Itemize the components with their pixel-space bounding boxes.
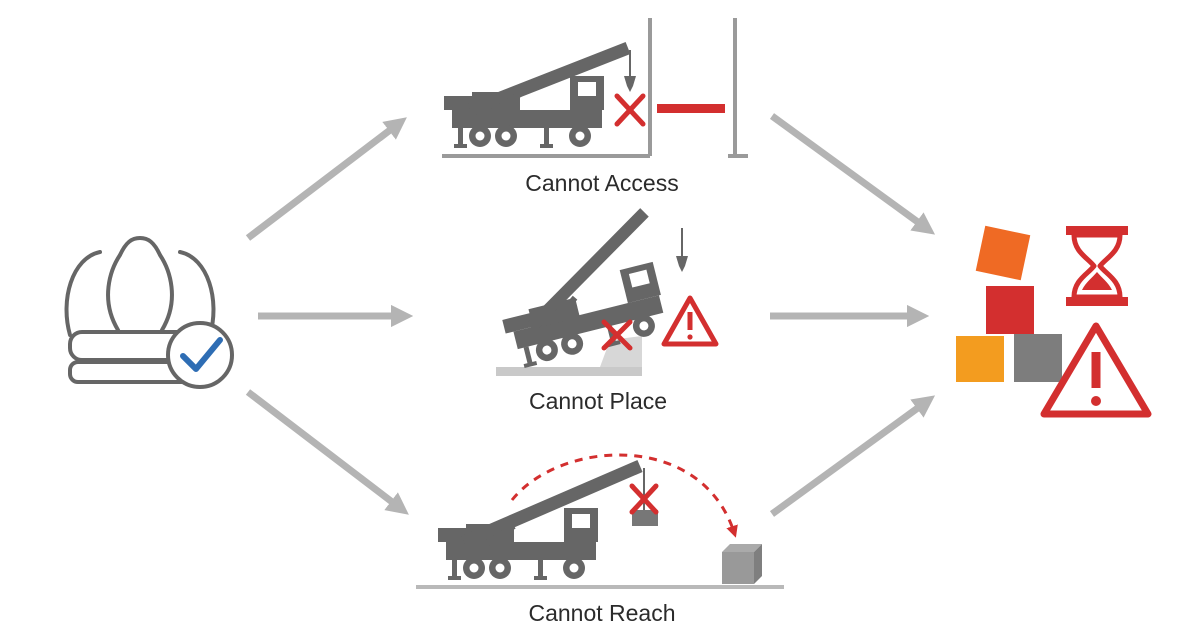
label-cannot-access: Cannot Access bbox=[525, 170, 679, 196]
blocked-x-icon bbox=[614, 93, 646, 127]
reach-path-dashed bbox=[510, 453, 738, 538]
arrow-from-reach bbox=[769, 395, 936, 517]
warning-triangle-small-icon bbox=[661, 295, 719, 347]
label-cannot-place: Cannot Place bbox=[528, 388, 668, 414]
warning-triangle-icon bbox=[1040, 322, 1152, 418]
arrow-to-reach bbox=[245, 389, 409, 515]
arrow-to-access bbox=[245, 117, 407, 241]
falling-blocks-icon bbox=[956, 225, 1062, 382]
approval-stamp-check-icon bbox=[64, 236, 234, 389]
crane-out-of-reach-icon bbox=[416, 453, 784, 589]
hourglass-icon bbox=[1066, 226, 1128, 306]
flow-arrows bbox=[245, 113, 936, 517]
label-cannot-reach: Cannot Reach bbox=[528, 600, 676, 626]
blocked-x-icon bbox=[629, 483, 659, 515]
crane-tipping-on-slope-icon bbox=[496, 208, 719, 376]
arrow-from-access bbox=[769, 113, 936, 235]
target-box-icon bbox=[722, 544, 762, 584]
crane-blocked-by-barrier-icon bbox=[442, 18, 748, 158]
blocked-x-icon bbox=[601, 319, 633, 351]
